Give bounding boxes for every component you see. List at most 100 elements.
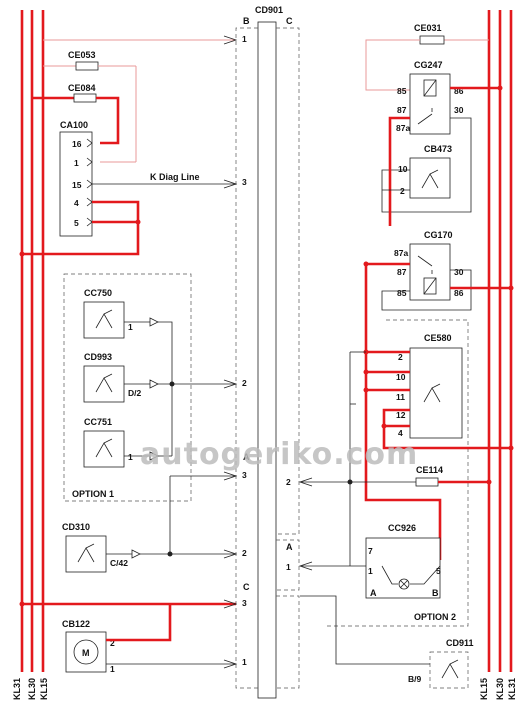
cc750-sensor (83, 301, 125, 339)
cd310-label: CD310 (62, 522, 90, 532)
cg247-pin: 87a (396, 123, 410, 133)
cg170-pin: 30 (454, 267, 464, 277)
option1-group: OPTION 1 CC750 1 CD993 D/2 CC751 1 (63, 273, 236, 502)
motor-icon (73, 639, 99, 665)
cd901-pin: 3 (242, 598, 247, 608)
cc926-pin: 7 (368, 546, 373, 556)
cd901-pin: 2 (242, 378, 247, 388)
cd901-label: CD901 (255, 5, 283, 15)
option1-border (63, 273, 192, 502)
ca100-pin: 16 (72, 139, 82, 149)
cc926-pin: A (370, 588, 377, 598)
cc750-label: CC750 (84, 288, 112, 298)
ce053-fuse: CE053 (43, 39, 235, 163)
cd911-pin: B/9 (408, 674, 422, 684)
option2-group: OPTION 2 CE580 2 10 11 12 4 (324, 319, 514, 627)
cc926-pin: B (432, 588, 439, 598)
ce580-pin: 12 (396, 410, 406, 420)
cg170-pin: 87a (394, 248, 408, 258)
cg170-pin: 86 (454, 288, 464, 298)
ce580-pin: 2 (398, 352, 403, 362)
cd911-label: CD911 (446, 638, 474, 648)
cg247-pin: 87 (397, 105, 407, 115)
cc751-sensor (83, 430, 125, 468)
right-rails: KL15 KL30 KL31 (479, 10, 517, 700)
ce580-pin: 11 (396, 392, 405, 402)
cd993-pin: D/2 (128, 388, 142, 398)
cb122-motor-group: CB122 M 2 1 (19, 601, 236, 674)
cb473-body (409, 157, 451, 199)
k-diag-line-label: K Diag Line (150, 172, 200, 182)
ca100-label: CA100 (60, 120, 88, 130)
cd901-side-c: C (286, 16, 293, 26)
cc751-label: CC751 (84, 417, 112, 427)
option1-label: OPTION 1 (72, 489, 114, 499)
ce031-label: CE031 (414, 23, 442, 33)
cg247-pin: 30 (454, 105, 464, 115)
ce114-fuse: CE114 (300, 465, 492, 487)
cg170-relay: CG170 87a 87 30 85 86 (363, 230, 514, 560)
pin-arrows (223, 35, 313, 669)
cc926-pin: 1 (368, 566, 373, 576)
rail-label-kl31-right: KL31 (507, 678, 517, 700)
cd901-b-housing (235, 27, 258, 689)
cc926-module: CC926 7 1 5 A B (300, 523, 441, 599)
ce114-body (415, 477, 439, 487)
cc926-body (365, 537, 441, 599)
motor-symbol: M (82, 648, 90, 658)
ca100-pin: 4 (74, 198, 79, 208)
cd901-pin: 1 (286, 562, 291, 572)
cb473-pin: 10 (398, 164, 408, 174)
cd901-pin: 3 (242, 470, 247, 480)
cb473-label: CB473 (424, 144, 452, 154)
cg247-relay: CG247 85 86 87 30 87a (381, 60, 503, 226)
ce580-pin: 4 (398, 428, 403, 438)
cc750-pin: 1 (128, 322, 133, 332)
cb122-pin: 2 (110, 638, 115, 648)
cb122-pin: 1 (110, 664, 115, 674)
cg247-pin: 86 (454, 86, 464, 96)
cg247-pin: 85 (397, 86, 407, 96)
cc926-label: CC926 (388, 523, 416, 533)
left-rails: KL31 KL30 KL15 (12, 10, 49, 700)
rail-label-kl15-left: KL15 (39, 678, 49, 700)
cb122-label: CB122 (62, 619, 90, 629)
rail-label-kl30-right: KL30 (495, 678, 505, 700)
cd901-pin: 3 (242, 177, 247, 187)
ca100-connector: CA100 16 1 15 4 5 K Diag Line (19, 120, 236, 257)
ce084-fuse-body (73, 93, 97, 103)
cd901-pin: 2 (286, 477, 291, 487)
ce580-pin: 10 (396, 372, 406, 382)
ca100-pin: 5 (74, 218, 79, 228)
cd911-sensor: CD911 B/9 (300, 595, 474, 689)
cd901-letter-c-left: C (243, 582, 250, 592)
cd310-sensor-group: CD310 C/42 (62, 475, 236, 573)
cd911-body (429, 651, 469, 689)
cd993-label: CD993 (84, 352, 112, 362)
cc926-pin: 5 (436, 566, 441, 576)
cd901-pin: 1 (242, 657, 247, 667)
ca100-pin: 15 (72, 180, 82, 190)
ce580-label: CE580 (424, 333, 452, 343)
option2-border (324, 319, 469, 627)
ce580-body (409, 347, 463, 439)
connector-cd901: CD901 B C A C A 1 3 2 3 2 3 1 2 1 (235, 5, 300, 699)
rail-label-kl30-left: KL30 (27, 678, 37, 700)
option2-label: OPTION 2 (414, 612, 456, 622)
lamp-icon (398, 578, 410, 590)
cd901-letter-a-right: A (286, 542, 293, 552)
cg247-label: CG247 (414, 60, 443, 70)
cd901-pin: 2 (242, 548, 247, 558)
cb473-pin: 2 (400, 186, 405, 196)
ce084-label: CE084 (68, 83, 96, 93)
cg170-pin: 87 (397, 267, 407, 277)
cd901-letter-a-left: A (243, 452, 250, 462)
cd901-c-housing (276, 27, 300, 535)
cb122-body (65, 631, 107, 673)
ce114-label: CE114 (416, 465, 443, 475)
cd901-pin: 1 (242, 34, 247, 44)
cd901-c2-housing (276, 595, 300, 689)
rail-label-kl15-right: KL15 (479, 678, 489, 700)
cg170-pin: 85 (397, 288, 407, 298)
cg170-label: CG170 (424, 230, 453, 240)
